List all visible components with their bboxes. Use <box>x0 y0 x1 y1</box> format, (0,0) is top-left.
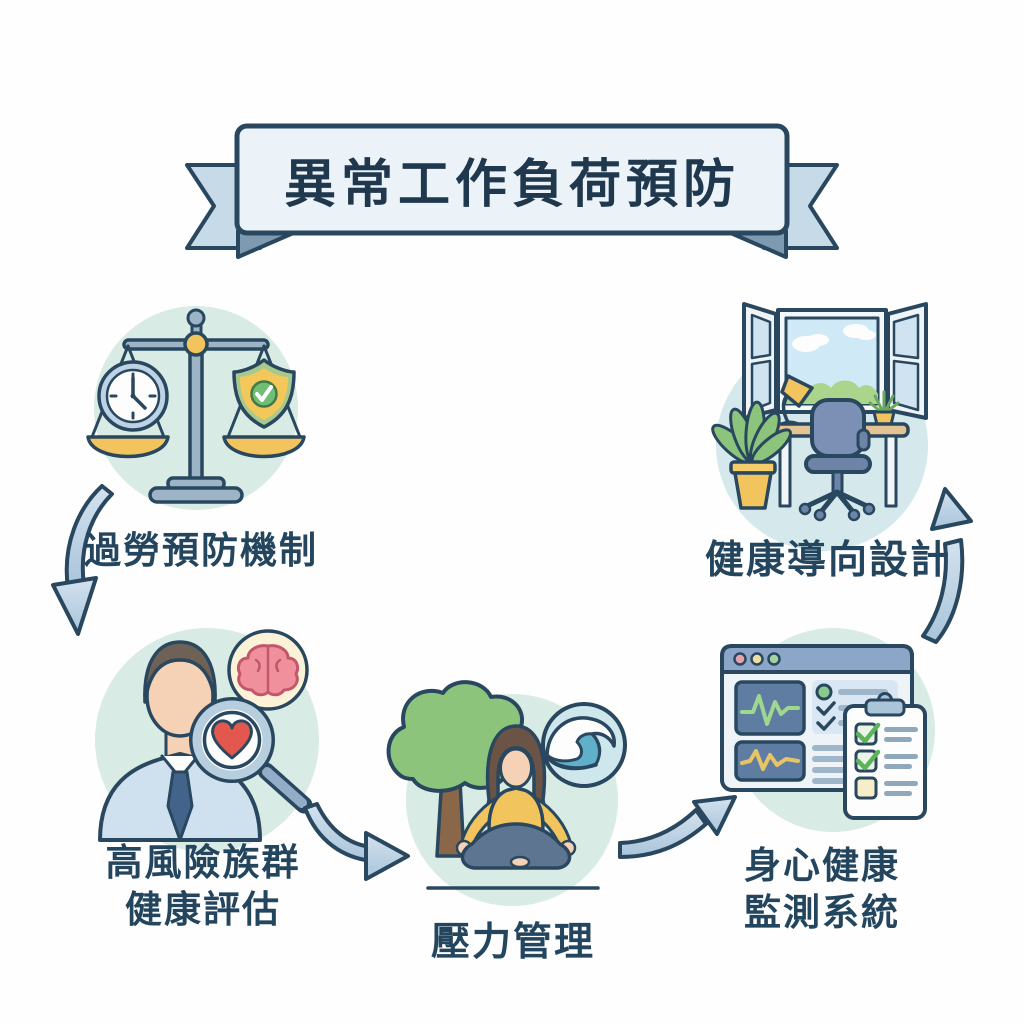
person-health-screening-icon <box>98 629 313 842</box>
ergonomic-workspace-icon <box>711 302 928 522</box>
meditating-person-icon <box>455 724 577 870</box>
left-pan <box>86 435 170 459</box>
arrow-assessment-to-stress <box>303 802 410 881</box>
brain-icon <box>227 629 309 711</box>
clipboard-icon <box>843 692 927 820</box>
office-chair-icon <box>798 398 876 522</box>
banner-title: 異常工作負荷預防 <box>283 156 740 214</box>
right-pan <box>222 435 306 459</box>
magnifier-heart-icon <box>189 697 313 814</box>
arrow-monitoring-to-design <box>921 487 973 644</box>
clock-icon <box>97 360 169 432</box>
floor-plant-icon <box>711 400 792 510</box>
label-high-risk-line1: 高風險族群 <box>105 842 301 883</box>
label-high-risk-assessment: 高風險族群 健康評估 <box>58 840 348 933</box>
title-ribbon <box>185 123 839 259</box>
label-health-monitoring: 身心健康 監測系統 <box>744 843 994 936</box>
arrow-overwork-to-assessment <box>51 484 114 636</box>
meditation-nature-icon <box>386 680 627 890</box>
arrow-stress-to-monitoring <box>618 795 737 859</box>
balance-scale-clock-shield-icon <box>86 308 306 504</box>
label-monitoring-line2: 監測系統 <box>744 891 900 933</box>
shield-check-icon <box>232 358 296 429</box>
window-icon <box>742 302 928 420</box>
label-overwork-prevention: 過勞預防機制 <box>84 530 318 571</box>
label-monitoring-line1: 身心健康 <box>744 845 900 886</box>
wave-icon <box>541 702 627 788</box>
label-stress-management: 壓力管理 <box>430 921 595 964</box>
vitals-dashboard-checklist-icon <box>720 644 927 820</box>
label-high-risk-line2: 健康評估 <box>125 888 281 930</box>
label-health-oriented-design: 健康導向設計 <box>704 539 951 582</box>
heart-icon <box>211 719 253 760</box>
